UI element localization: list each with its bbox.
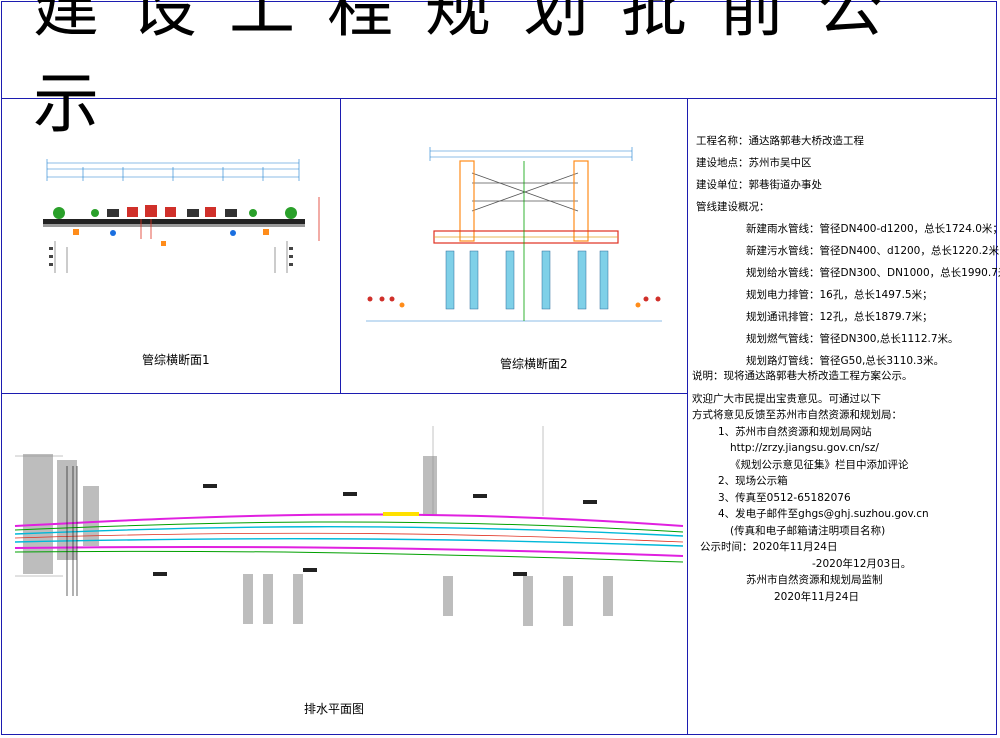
- pipeline-item: 新建污水管线：管径DN400、d1200，总长1220.2米；: [746, 245, 1000, 257]
- feedback-website-column: 《规划公示意见征集》栏目中添加评论: [730, 458, 909, 471]
- pipeline-item: 规划通讯排管：12孔，总长1879.7米；: [746, 311, 933, 323]
- drainage-plan-caption: 排水平面图: [304, 702, 365, 716]
- feedback-email-note: (传真和电子邮箱请注明项目名称): [730, 524, 886, 537]
- feedback-website-url: http://zrzy.jiangsu.gov.cn/sz/: [730, 442, 879, 454]
- divider-vertical-left: [340, 99, 341, 393]
- divider-horizontal: [1, 393, 688, 394]
- cross-section-2-caption: 管综横断面2: [500, 357, 568, 371]
- pipeline-item: 规划电力排管：16孔，总长1497.5米；: [746, 289, 933, 301]
- pipeline-overview-label: 管线建设概况：: [696, 201, 770, 213]
- project-name-label: 工程名称：: [696, 135, 749, 147]
- notice-title-bar: 建设工程规划批前公示: [1, 0, 997, 142]
- feedback-box: 2、现场公示箱: [718, 475, 788, 487]
- project-name: 通达路郭巷大桥改造工程: [748, 135, 865, 147]
- cross-section-2-drawing: [342, 101, 685, 391]
- cross-section-1-caption: 管综横断面1: [142, 353, 210, 367]
- explanation-text: 说明：现将通达路郭巷大桥改造工程方案公示。: [692, 370, 913, 382]
- feedback-fax: 3、传真至0512-65182076: [718, 491, 851, 504]
- welcome-text-2: 方式将意见反馈至苏州市自然资源和规划局：: [692, 409, 902, 421]
- public-notice-notes: 说明：现将通达路郭巷大桥改造工程方案公示。 欢迎广大市民提出宝贵意见。可通过以下…: [692, 368, 997, 605]
- cross-section-1-drawing: [3, 101, 338, 391]
- project-unit-row: 建设单位：郭巷街道办事处: [696, 174, 994, 196]
- project-name-row: 工程名称：通达路郭巷大桥改造工程: [696, 130, 994, 152]
- notice-date: 2020年11月24日: [774, 590, 859, 603]
- project-site-row: 建设地点：苏州市吴中区: [696, 152, 994, 174]
- pipeline-item: 规划给水管线：管径DN300、DN1000，总长1990.7米；: [746, 267, 1000, 279]
- notice-title: 建设工程规划批前公示: [33, 0, 915, 142]
- notice-period-end: -2020年12月03日。: [812, 557, 912, 570]
- welcome-text-1: 欢迎广大市民提出宝贵意见。可通过以下: [692, 392, 881, 405]
- project-site: 苏州市吴中区: [748, 157, 812, 169]
- feedback-email: 4、发电子邮件至ghgs@ghj.suzhou.gov.cn: [718, 508, 929, 520]
- supervisor: 苏州市自然资源和规划局监制: [746, 574, 883, 586]
- pipeline-item: 新建雨水管线：管径DN400-d1200，总长1724.0米；: [746, 223, 1000, 235]
- project-info: 工程名称：通达路郭巷大桥改造工程 建设地点：苏州市吴中区 建设单位：郭巷街道办事…: [696, 130, 1000, 372]
- pipeline-item: 规划燃气管线：管径DN300,总长1112.7米。: [746, 333, 959, 345]
- pipeline-item: 规划路灯管线：管径G50,总长3110.3米。: [746, 355, 945, 367]
- drainage-plan-drawing: [3, 396, 685, 733]
- project-site-label: 建设地点：: [696, 157, 749, 169]
- project-unit-label: 建设单位：: [696, 179, 749, 191]
- notice-period-start: 公示时间：2020年11月24日: [700, 541, 838, 553]
- divider-vertical-right: [687, 99, 688, 735]
- feedback-website: 1、苏州市自然资源和规划局网站: [718, 425, 872, 438]
- project-unit: 郭巷街道办事处: [748, 179, 823, 191]
